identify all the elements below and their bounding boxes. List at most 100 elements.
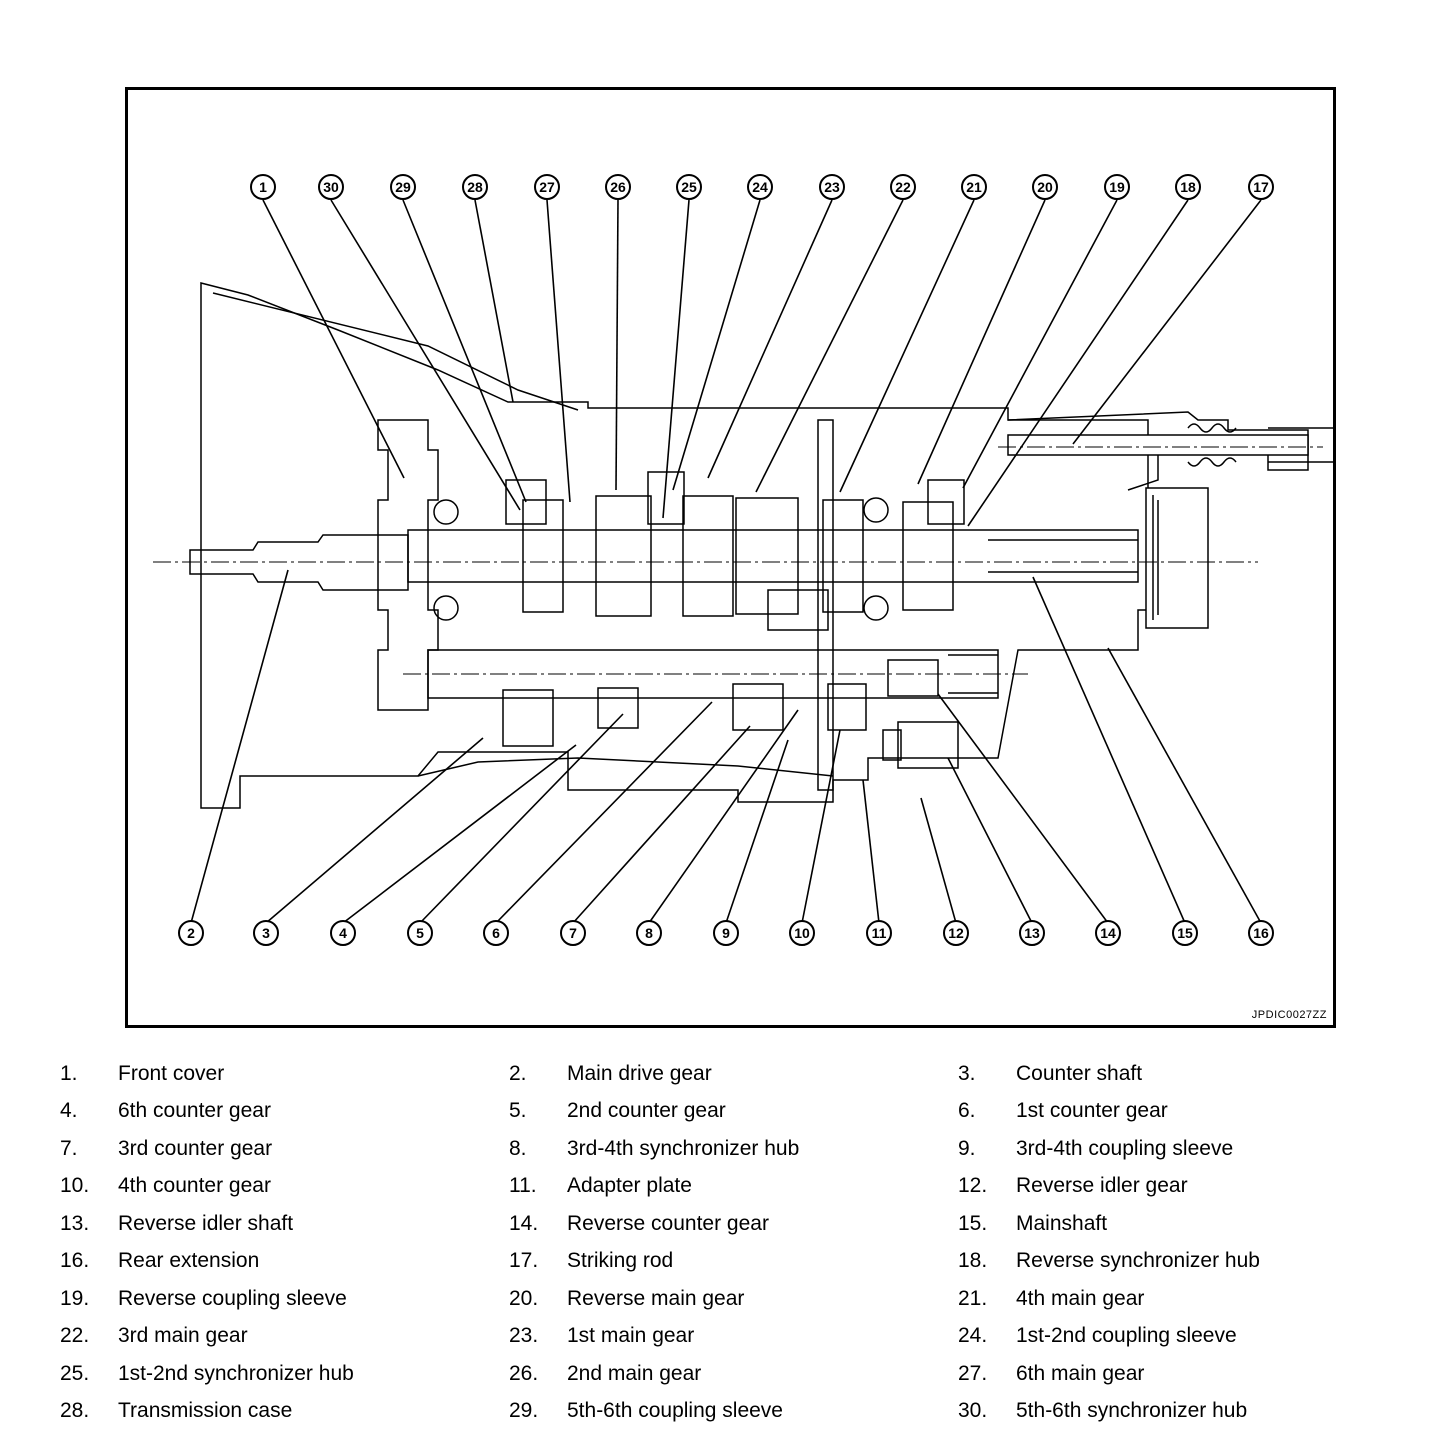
callout-bottom-16: 16 <box>1248 920 1274 946</box>
legend-label: Transmission case <box>118 1399 293 1422</box>
center-bearing-upper <box>863 497 889 523</box>
legend-row: 4.6th counter gear 5.2nd counter gear 6.… <box>60 1099 1440 1129</box>
legend-label: Reverse coupling sleeve <box>118 1287 347 1310</box>
svg-text:2: 2 <box>187 925 195 941</box>
legend-number: 8. <box>509 1137 527 1160</box>
svg-text:10: 10 <box>794 925 810 941</box>
callout-top-29: 29 <box>390 174 416 200</box>
legend-label: 6th main gear <box>1016 1362 1145 1385</box>
sync-3-4 <box>767 589 829 631</box>
legend-label: Adapter plate <box>567 1174 692 1197</box>
legend-number: 5. <box>509 1099 527 1122</box>
callout-bottom-15: 15 <box>1172 920 1198 946</box>
legend-number: 22. <box>60 1324 90 1347</box>
case-inner-line <box>212 292 579 411</box>
svg-text:5: 5 <box>416 925 424 941</box>
legend-label: 1st main gear <box>567 1324 695 1347</box>
svg-text:22: 22 <box>895 179 911 195</box>
adapter-plate <box>817 419 834 791</box>
callout-bottom-7: 7 <box>560 920 586 946</box>
diagram-frame: 1 30 29 28 27 26 25 24 23 22 21 20 19 18… <box>125 87 1336 1028</box>
gear-4th-counter <box>827 683 867 731</box>
legend-label: Counter shaft <box>1016 1062 1143 1085</box>
callout-bottom-13: 13 <box>1019 920 1045 946</box>
legend-label: 3rd-4th coupling sleeve <box>1016 1137 1234 1160</box>
sync-reverse <box>927 479 965 525</box>
legend-label: 6th counter gear <box>118 1099 271 1122</box>
sync-5-6 <box>505 479 547 525</box>
callout-top-18: 18 <box>1175 174 1201 200</box>
legend-number: 19. <box>60 1287 90 1310</box>
striking-rod-boot <box>1187 423 1237 467</box>
svg-text:8: 8 <box>645 925 653 941</box>
legend-number: 23. <box>509 1324 539 1347</box>
gear-2nd-counter <box>597 687 639 729</box>
gear-6th-main <box>522 499 564 613</box>
svg-text:29: 29 <box>395 179 411 195</box>
svg-text:15: 15 <box>1177 925 1193 941</box>
svg-text:30: 30 <box>323 179 339 195</box>
svg-text:14: 14 <box>1100 925 1116 941</box>
legend-number: 2. <box>509 1062 527 1085</box>
legend-number: 20. <box>509 1287 539 1310</box>
legend-label: 3rd main gear <box>118 1324 248 1347</box>
legend-number: 13. <box>60 1212 90 1235</box>
callout-top-23: 23 <box>819 174 845 200</box>
legend-number: 6. <box>958 1099 976 1122</box>
legend-label: Reverse idler gear <box>1016 1174 1188 1197</box>
gear-reverse-counter <box>887 659 939 697</box>
svg-text:23: 23 <box>824 179 840 195</box>
legend-number: 11. <box>509 1174 537 1197</box>
svg-text:1: 1 <box>259 179 267 195</box>
svg-text:20: 20 <box>1037 179 1053 195</box>
legend-label: 5th-6th coupling sleeve <box>567 1399 783 1422</box>
striking-rod <box>1007 434 1309 456</box>
legend-label: Mainshaft <box>1016 1212 1108 1235</box>
legend-label: Reverse synchronizer hub <box>1016 1249 1260 1272</box>
svg-text:16: 16 <box>1253 925 1269 941</box>
svg-text:3: 3 <box>262 925 270 941</box>
legend-number: 30. <box>958 1399 988 1422</box>
svg-text:19: 19 <box>1109 179 1125 195</box>
legend-number: 25. <box>60 1362 90 1385</box>
front-bearing-upper <box>433 499 459 525</box>
leader-lines <box>190 199 1262 924</box>
reverse-idler-shaft <box>882 729 902 761</box>
legend-number: 29. <box>509 1399 539 1422</box>
legend-row: 25.1st-2nd synchronizer hub 26.2nd main … <box>60 1362 1440 1392</box>
callout-bottom-3: 3 <box>253 920 279 946</box>
svg-text:9: 9 <box>722 925 730 941</box>
rear-bearing-housing <box>1145 487 1209 629</box>
legend-label: Rear extension <box>118 1249 260 1272</box>
callout-bottom-10: 10 <box>789 920 815 946</box>
front-bearing-lower <box>433 595 459 621</box>
callout-bottom-8: 8 <box>636 920 662 946</box>
svg-text:24: 24 <box>752 179 768 195</box>
gear-3rd-main <box>735 497 799 615</box>
legend-label: 1st-2nd synchronizer hub <box>118 1362 354 1385</box>
legend-row: 1.Front cover 2.Main drive gear 3.Counte… <box>60 1062 1440 1092</box>
front-housing-outline <box>200 282 1207 809</box>
callout-top-26: 26 <box>605 174 631 200</box>
callout-top-24: 24 <box>747 174 773 200</box>
legend-number: 1. <box>60 1062 78 1085</box>
legend-label: 2nd main gear <box>567 1362 702 1385</box>
callout-row-top: 1 30 29 28 27 26 25 24 23 22 21 20 19 18… <box>250 174 1274 200</box>
legend-row: 10.4th counter gear 11.Adapter plate 12.… <box>60 1174 1440 1204</box>
svg-text:13: 13 <box>1024 925 1040 941</box>
legend-label: 4th counter gear <box>118 1174 271 1197</box>
center-bearing-lower <box>863 595 889 621</box>
gear-6th-counter <box>502 689 554 747</box>
svg-text:17: 17 <box>1253 179 1269 195</box>
legend-label: 3rd-4th synchronizer hub <box>567 1137 800 1160</box>
legend-number: 14. <box>509 1212 539 1235</box>
callout-top-17: 17 <box>1248 174 1274 200</box>
svg-text:26: 26 <box>610 179 626 195</box>
legend-label: Reverse main gear <box>567 1287 745 1310</box>
callout-bottom-9: 9 <box>713 920 739 946</box>
svg-text:11: 11 <box>872 925 887 941</box>
legend-number: 9. <box>958 1137 976 1160</box>
callout-top-20: 20 <box>1032 174 1058 200</box>
legend-number: 15. <box>958 1212 988 1235</box>
svg-text:18: 18 <box>1180 179 1196 195</box>
